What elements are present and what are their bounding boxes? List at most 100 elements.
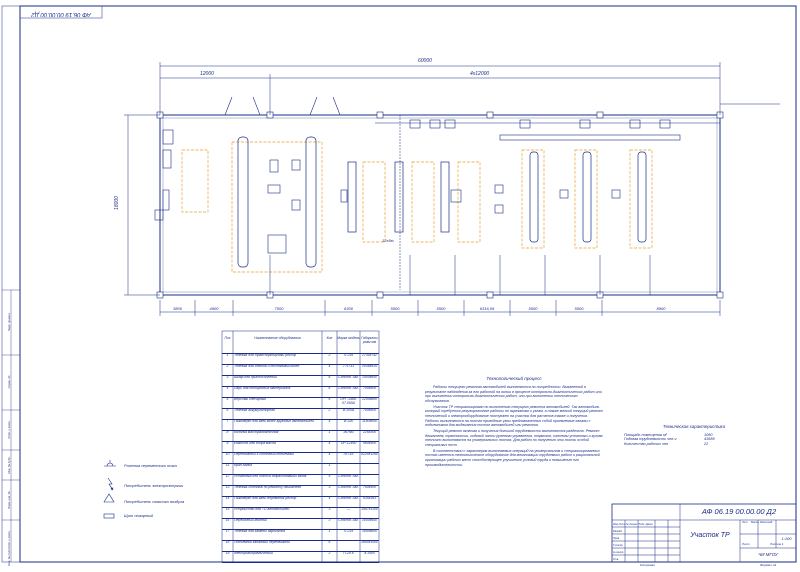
table-cell: 14 [225, 497, 230, 500]
table-cell: 4 [226, 387, 229, 390]
legend-label: Потребитель сжатого воздуха [124, 499, 185, 504]
title-name: Участок ТР [690, 532, 730, 539]
floor-plan [124, 62, 780, 316]
table-header-cell: Наименование оборудования [254, 336, 301, 340]
table-cell: 12 [225, 475, 230, 478]
table-cell: 15 [225, 508, 230, 511]
dim-bottom-label: 5500 [436, 306, 446, 311]
table-cell: Ларь для обтирочных материалов [234, 387, 291, 390]
table-cell: Гайковерт для гаек стремянок рессор [234, 497, 297, 500]
table-cell: 2 [226, 365, 229, 368]
table-cell: 1 [328, 431, 331, 434]
table-cell: 5 [328, 475, 331, 478]
table-cell: П-219 [343, 530, 354, 533]
process-paragraph: Текущий ремонт включая и получения больш… [425, 429, 603, 448]
dim-bottom-label: 7500 [274, 306, 284, 311]
lifts [237, 136, 647, 268]
table-cell: 1567х1100 [361, 508, 378, 511]
title-scale: 1:100 [781, 536, 792, 541]
table-cell: П-216 [343, 354, 354, 357]
table-cell: 3 [328, 508, 331, 511]
tb-labels: Изм Лист № докум. Подп. Дата Разраб. Про… [613, 523, 653, 561]
table-cell: ОР-12450 [340, 442, 357, 445]
table-cell: Передвижной 4-стоечный подъемник [234, 453, 294, 456]
dim-bottom-label: 3800 [173, 306, 182, 311]
table-cell: Подъемник канавный передвижной [234, 541, 290, 544]
table-row: 12 Установка для отсоса отработавших газо… [222, 474, 379, 486]
title-org: ЧИ МГОУ [758, 552, 778, 557]
building-outline [159, 114, 721, 296]
table-cell: Верстак слесарный [234, 398, 267, 401]
table-cell: Тележка аккумуляторная [234, 409, 275, 412]
table-cell: 1400х650 [362, 376, 377, 379]
table-cell: 3 [328, 486, 331, 489]
table-cell: 700х600 [362, 387, 376, 390]
service-posts [181, 141, 653, 273]
table-cell: Собств. изг. [338, 376, 359, 379]
dim-side-mark: 12х5ю [382, 238, 394, 243]
spec-value: 1080 [704, 432, 713, 437]
spec-label: Количество рабочих чел [624, 441, 669, 446]
dim-bottom-label: 5500 [528, 306, 538, 311]
table-cell: Колонка маслораздаточная [234, 431, 279, 434]
table-cell: 1200х800 [362, 398, 377, 401]
process-title: Технологический процесс [486, 376, 542, 381]
table-cell: 2 [328, 409, 331, 412]
dim-bays-rest: 4х12000 [470, 71, 490, 77]
process-paragraph: В соответствии с характером выполняемых … [425, 448, 600, 467]
process-paragraph: Участок ТР специализирован по выполнению… [425, 404, 603, 428]
table-cell: 5 [226, 398, 229, 401]
specs-title: Техническая характеристика [662, 424, 726, 429]
socket-icon [104, 460, 116, 467]
table-cell: 1180х650 [362, 420, 377, 423]
equipment-left [154, 129, 462, 254]
specs-section: Техническая характеристика Площадь помещ… [624, 424, 764, 447]
table-cell: 6 [226, 409, 229, 412]
corner-code-box [19, 5, 103, 19]
table-cell: 6 [328, 541, 331, 544]
table-cell: 8 [226, 431, 229, 434]
table-cell: Собств. изг. [338, 519, 359, 522]
table-cell: 750х500 [362, 486, 376, 489]
table-cell: 700х600 [362, 409, 376, 412]
table-cell: 4 [328, 442, 331, 445]
table-cell: Емкость для сбора масла [234, 442, 276, 445]
table-cell: Тележка для транспортировки рессор [234, 354, 297, 357]
table-cell: 6 [328, 387, 331, 390]
corner-code: АФ 06.19 00.00.00 Д2 [31, 11, 91, 17]
table-cell: 10 [225, 453, 230, 456]
spec-row: Площадь помещения м² 1080 [624, 433, 764, 438]
table-header-cell: Габариты разм мм [361, 336, 378, 344]
dim-height: 18000 [113, 196, 120, 210]
table-cell: 16 [225, 519, 230, 522]
table-cell: 9 [226, 442, 229, 445]
table-cell: Установка для отсоса отработавших газов [234, 475, 307, 478]
gates [224, 96, 341, 116]
table-cell: 225х300 [362, 431, 376, 434]
table-cell: 17 [225, 530, 230, 533]
table-cell: 3 [328, 519, 331, 522]
stamp-label: Взам. инв. № [7, 491, 11, 509]
table-cell: Тележка-стеллаж по ремонту двигателя [234, 486, 301, 489]
table-header-cell: Поз [224, 336, 231, 340]
table-cell: 2 [328, 552, 331, 555]
dim-bottom-label: 6316,59 [479, 306, 495, 311]
stamp-label: Справ. № [7, 375, 11, 389]
spec-label: Площадь помещения м² [624, 432, 667, 437]
table-cell: 18 [225, 541, 230, 544]
table-cell: Собств. изг. [338, 475, 359, 478]
table-cell: а 1500 [364, 552, 375, 555]
table-cell: Переходный мостик [234, 519, 267, 522]
spec-label: Годовая трудоемкость чел-ч [624, 437, 677, 442]
table-cell: 7 [226, 420, 229, 423]
table-cell: Гайковерт для гаек колес грузовых автомо… [234, 420, 314, 423]
table-cell: ПП-16 [343, 453, 354, 456]
